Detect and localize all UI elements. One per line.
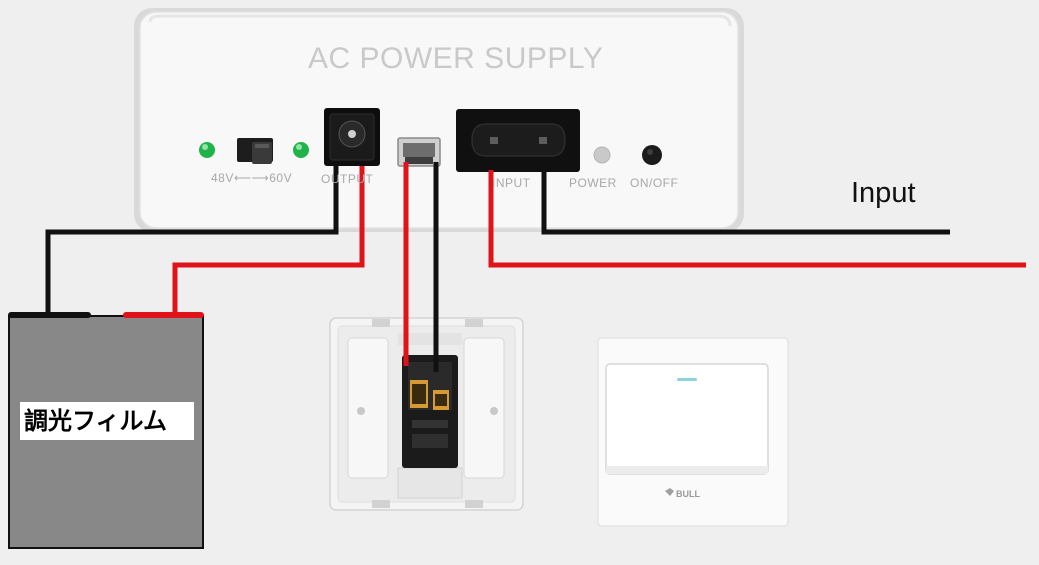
voltage-selector-switch[interactable] bbox=[237, 138, 273, 164]
output-dc-jack[interactable] bbox=[324, 108, 380, 166]
power-led-label: POWER bbox=[569, 176, 617, 190]
input-port-label: INPUT bbox=[492, 176, 531, 190]
led-48v-indicator bbox=[199, 142, 215, 158]
power-supply-title: AC POWER SUPPLY bbox=[308, 42, 604, 75]
bull-logo-icon bbox=[665, 488, 674, 496]
wire-red-output-to-film bbox=[172, 166, 365, 315]
switch-brand-label: BULL bbox=[676, 489, 700, 499]
wire-black-output-to-film bbox=[45, 166, 339, 315]
power-led bbox=[593, 146, 611, 164]
power-supply-face bbox=[139, 11, 739, 229]
input-wire-label: Input bbox=[851, 177, 916, 209]
switch-indicator-light bbox=[677, 378, 697, 381]
voltage-range-label: 48V⟵⟶60V bbox=[211, 171, 293, 185]
power-supply-unit bbox=[134, 8, 744, 232]
ac-input-socket[interactable] bbox=[456, 109, 580, 172]
on-off-button[interactable] bbox=[642, 145, 662, 165]
on-off-label: ON/OFF bbox=[630, 176, 679, 190]
wall-switch-front[interactable] bbox=[597, 337, 789, 527]
switch-terminal-block bbox=[397, 137, 441, 167]
output-port-label: OUTPUT bbox=[321, 172, 374, 186]
wire-black-input bbox=[541, 170, 950, 235]
wall-switch-backplate bbox=[329, 317, 524, 511]
dimming-film-label: 調光フィルム bbox=[20, 402, 194, 440]
wire-red-input bbox=[488, 170, 1026, 268]
led-60v-indicator bbox=[293, 142, 309, 158]
